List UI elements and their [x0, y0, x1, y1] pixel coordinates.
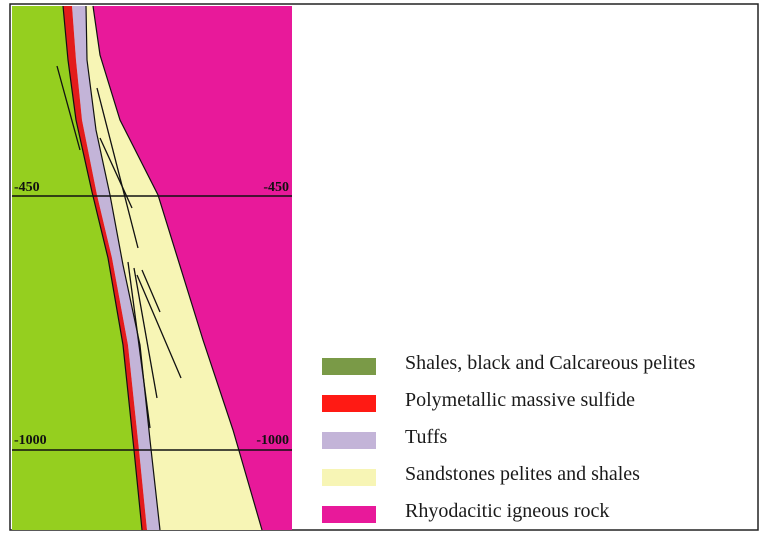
depth-label-right: -1000 — [256, 433, 289, 448]
legend-label: Sandstones pelites and shales — [405, 463, 640, 486]
section-panel: -450 -450 -1000 -1000 — [12, 6, 292, 530]
legend-swatch — [322, 358, 376, 375]
legend-swatch — [322, 469, 376, 486]
legend-item-sandstones: Sandstones pelites and shales — [322, 465, 758, 502]
legend-item-sulfide: Polymetallic massive sulfide — [322, 391, 758, 428]
legend-swatch — [322, 506, 376, 523]
legend: Shales, black and Calcareous pelites Pol… — [322, 354, 758, 539]
depth-label-left: -450 — [14, 180, 40, 195]
legend-item-tuffs: Tuffs — [322, 428, 758, 465]
legend-swatch — [322, 432, 376, 449]
legend-label: Shales, black and Calcareous pelites — [405, 352, 695, 375]
legend-swatch — [322, 395, 376, 412]
depth-label-right: -450 — [263, 180, 289, 195]
legend-label: Tuffs — [405, 426, 447, 449]
legend-label: Polymetallic massive sulfide — [405, 389, 635, 412]
legend-item-rhyodacitic: Rhyodacitic igneous rock — [322, 502, 758, 539]
depth-label-left: -1000 — [14, 433, 47, 448]
legend-item-shales: Shales, black and Calcareous pelites — [322, 354, 758, 391]
legend-label: Rhyodacitic igneous rock — [405, 500, 609, 523]
